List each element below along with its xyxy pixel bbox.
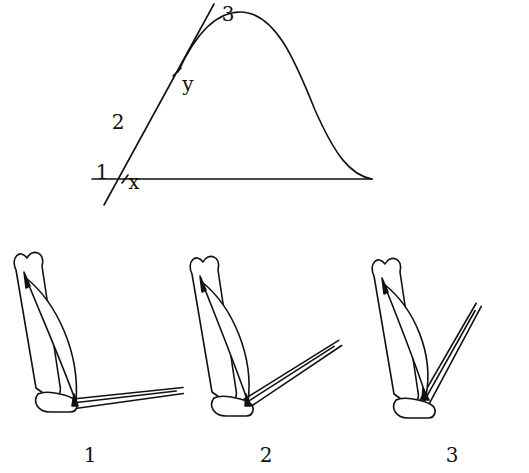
tendon	[24, 272, 30, 288]
muscle	[202, 282, 249, 402]
muscle	[26, 278, 76, 402]
knee-joint	[36, 392, 77, 412]
leg-figure	[190, 256, 345, 416]
tendon	[72, 394, 78, 406]
tendon	[422, 388, 429, 400]
curve-point-label: x	[128, 172, 139, 192]
figure-number: 1	[84, 445, 97, 465]
curve-point-label: 1	[96, 162, 109, 182]
curve-point-label: 3	[222, 4, 235, 24]
shank-bone	[65, 388, 184, 410]
figure-number: 2	[260, 445, 273, 465]
muscle	[384, 284, 428, 396]
tendon	[382, 278, 388, 294]
tendon	[245, 394, 251, 406]
leg-figure	[372, 258, 488, 418]
curve-point-label: y	[182, 74, 193, 94]
knee-joint	[394, 398, 435, 418]
tendon	[200, 276, 206, 292]
tangent-line	[104, 4, 214, 205]
figure-number: 3	[446, 445, 459, 465]
shank-bone	[236, 340, 345, 411]
point-mark	[122, 175, 128, 183]
leg-figure	[14, 252, 184, 412]
force-curve	[178, 12, 372, 179]
point-mark	[173, 68, 181, 76]
curve-point-label: 2	[112, 112, 125, 132]
